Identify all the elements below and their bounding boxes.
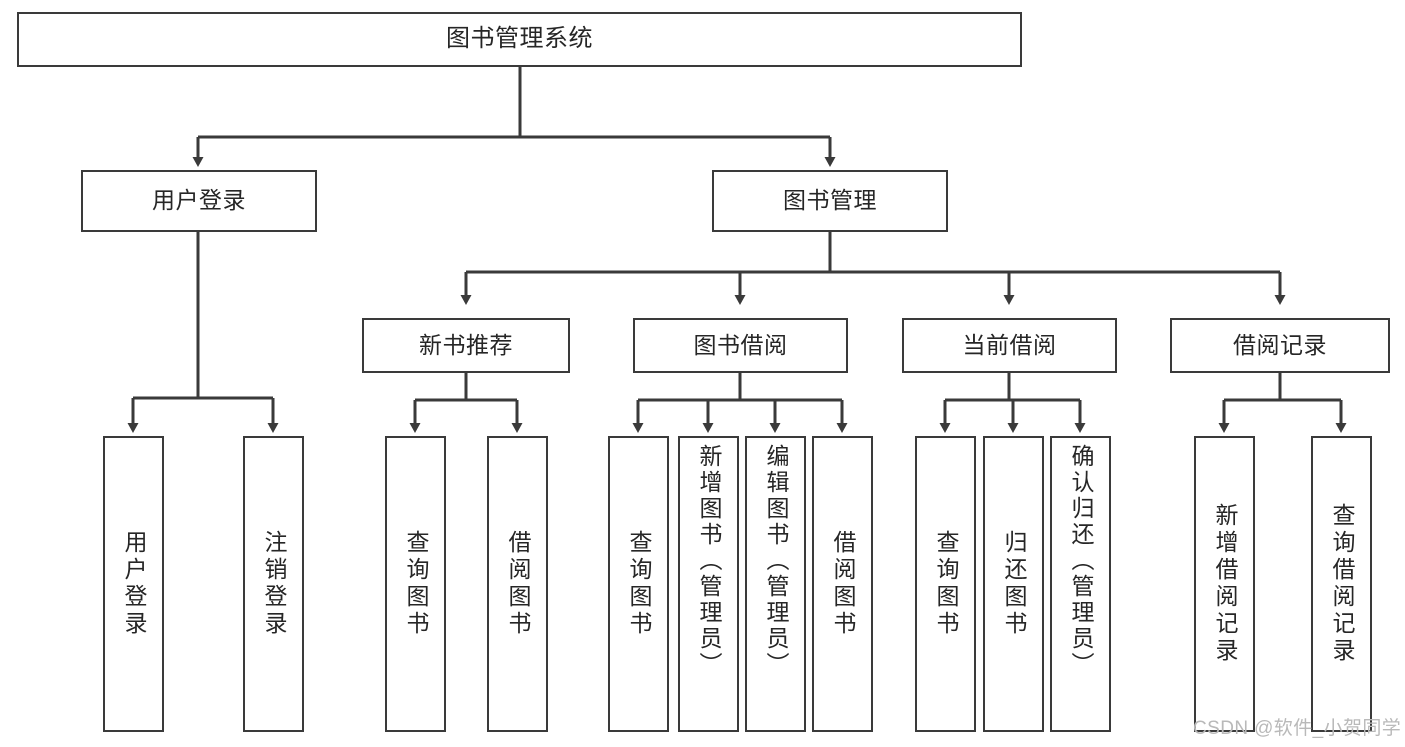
- leaf-record-add[interactable]: 新增借阅记录: [1194, 436, 1255, 732]
- node-label: 编辑图书（管理员）: [763, 444, 789, 678]
- leaf-borrow-query-book[interactable]: 查询图书: [608, 436, 669, 732]
- node-label: 查询图书: [933, 530, 959, 638]
- leaf-new-book-query[interactable]: 查询图书: [385, 436, 446, 732]
- leaf-borrow-borrow-book[interactable]: 借阅图书: [812, 436, 873, 732]
- node-label: 查询图书: [626, 530, 652, 638]
- node-borrow-record[interactable]: 借阅记录: [1170, 318, 1390, 373]
- node-root-system[interactable]: 图书管理系统: [17, 12, 1022, 67]
- node-label: 图书借阅: [693, 331, 788, 358]
- node-label: 查询图书: [403, 530, 429, 638]
- leaf-borrow-add-book-admin[interactable]: 新增图书（管理员）: [678, 436, 739, 732]
- node-label: 查询借阅记录: [1329, 503, 1355, 665]
- node-label: 新书推荐: [419, 331, 513, 358]
- node-label: 用户登录: [121, 530, 147, 638]
- node-user-login[interactable]: 用户登录: [81, 170, 317, 232]
- node-label: 用户登录: [152, 187, 246, 214]
- node-label: 图书管理系统: [446, 25, 593, 53]
- node-label: 图书管理: [783, 187, 877, 214]
- node-label: 借阅记录: [1233, 331, 1327, 358]
- node-label: 新增借阅记录: [1212, 503, 1238, 665]
- node-label: 归还图书: [1001, 530, 1027, 638]
- node-label: 注销登录: [261, 530, 287, 638]
- leaf-current-query-book[interactable]: 查询图书: [915, 436, 976, 732]
- node-current-borrow[interactable]: 当前借阅: [902, 318, 1117, 373]
- node-book-management[interactable]: 图书管理: [712, 170, 948, 232]
- leaf-user-login-login[interactable]: 用户登录: [103, 436, 164, 732]
- leaf-new-book-borrow[interactable]: 借阅图书: [487, 436, 548, 732]
- node-label: 新增图书（管理员）: [696, 444, 722, 678]
- leaf-current-return-book[interactable]: 归还图书: [983, 436, 1044, 732]
- leaf-borrow-edit-book-admin[interactable]: 编辑图书（管理员）: [745, 436, 806, 732]
- node-label: 借阅图书: [830, 530, 856, 638]
- node-label: 确认归还（管理员）: [1068, 444, 1094, 678]
- leaf-record-query[interactable]: 查询借阅记录: [1311, 436, 1372, 732]
- node-new-book-recommend[interactable]: 新书推荐: [362, 318, 570, 373]
- leaf-current-confirm-return-admin[interactable]: 确认归还（管理员）: [1050, 436, 1111, 732]
- node-label: 当前借阅: [962, 331, 1057, 358]
- leaf-user-login-logout[interactable]: 注销登录: [243, 436, 304, 732]
- csdn-watermark: CSDN @软件_小贺同学: [1193, 718, 1402, 739]
- node-label: 借阅图书: [505, 530, 531, 638]
- node-book-borrow[interactable]: 图书借阅: [633, 318, 848, 373]
